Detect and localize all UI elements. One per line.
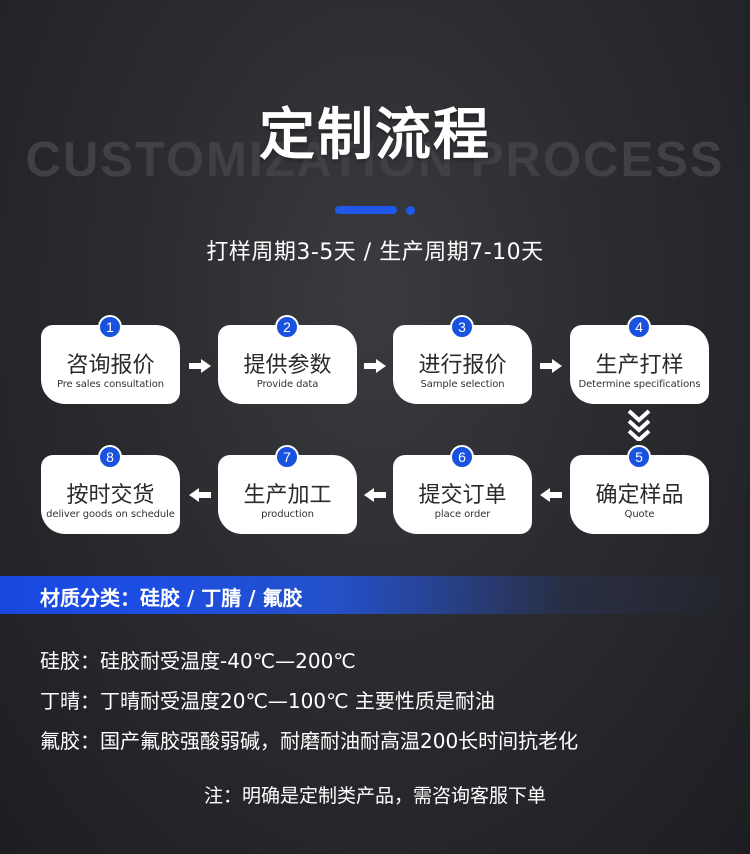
step-number-badge: 6 <box>450 445 474 469</box>
step-title-en: place order <box>434 509 491 520</box>
step-title-en: Sample selection <box>420 379 505 390</box>
step-number-badge: 8 <box>98 445 122 469</box>
chevron-double-down-icon <box>627 409 651 441</box>
step-title-en: Quote <box>624 509 655 520</box>
step-title-en: Pre sales consultation <box>56 379 165 390</box>
step-title-cn: 咨询报价 <box>66 353 155 378</box>
page-title: 定制流程 <box>259 103 491 168</box>
arrow-left-icon <box>189 488 211 502</box>
material-line-silicone: 硅胶：硅胶耐受温度-40℃—200℃ <box>40 649 356 673</box>
step-number-badge: 3 <box>450 315 474 339</box>
material-heading-band: 材质分类：硅胶 / 丁腈 / 氟胶 <box>0 576 750 614</box>
arrow-left-icon <box>364 488 386 502</box>
material-heading: 材质分类：硅胶 / 丁腈 / 氟胶 <box>40 586 303 610</box>
step-title-cn: 确定样品 <box>595 483 684 508</box>
material-line-fluoro: 氟胶：国产氟胶强酸弱碱，耐磨耐油耐高温200长时间抗老化 <box>40 729 579 753</box>
accent-dot <box>406 206 415 215</box>
step-card-2: 提供参数 Provide data <box>218 325 357 404</box>
background-word: CUSTOMIZATION PROCESS <box>25 133 725 187</box>
step-number-badge: 1 <box>98 315 122 339</box>
step-title-cn: 提供参数 <box>243 353 332 378</box>
accent-bar <box>335 206 397 214</box>
material-line-nitrile: 丁晴：丁晴耐受温度20℃—100℃ 主要性质是耐油 <box>40 689 495 713</box>
order-note: 注：明确是定制类产品，需咨询客服下单 <box>203 785 546 807</box>
step-card-7: 生产加工 production <box>218 455 357 534</box>
page-subtitle: 打样周期3-5天 / 生产周期7-10天 <box>206 240 544 265</box>
step-title-en: Provide data <box>256 379 319 390</box>
step-title-en: deliver goods on schedule <box>46 509 175 520</box>
step-title-cn: 进行报价 <box>418 353 507 378</box>
step-title-cn: 生产加工 <box>243 483 332 508</box>
arrow-right-icon <box>540 359 562 373</box>
step-title-cn: 提交订单 <box>418 483 507 508</box>
step-title-cn: 生产打样 <box>595 353 684 378</box>
step-number-badge: 4 <box>627 315 651 339</box>
step-number-badge: 2 <box>275 315 299 339</box>
arrow-right-icon <box>189 359 211 373</box>
arrow-left-icon <box>540 488 562 502</box>
step-title-en: Determine specifications <box>578 379 701 390</box>
arrow-right-icon <box>364 359 386 373</box>
step-title-cn: 按时交货 <box>66 483 155 508</box>
step-number-badge: 5 <box>627 445 651 469</box>
step-title-en: production <box>261 509 314 520</box>
step-number-badge: 7 <box>275 445 299 469</box>
